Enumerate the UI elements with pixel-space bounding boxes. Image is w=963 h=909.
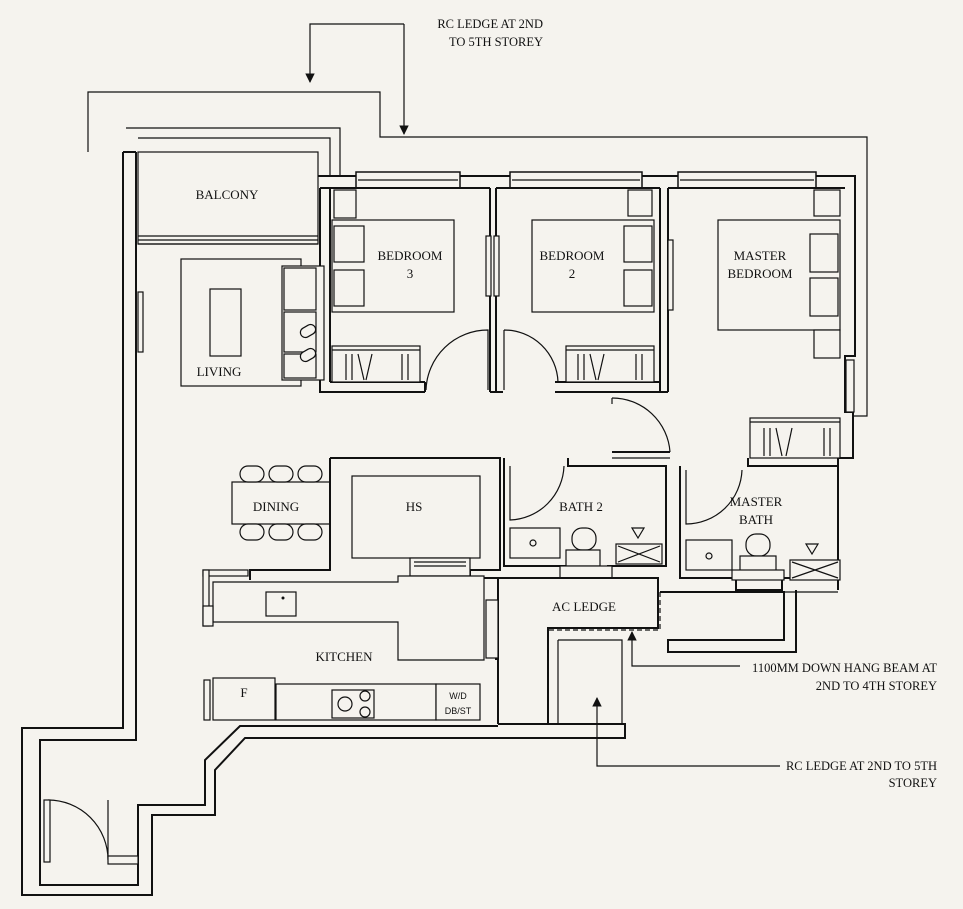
label-bedroom-2: BEDROOM xyxy=(539,248,604,263)
label-dining: DINING xyxy=(253,499,299,514)
living xyxy=(137,258,325,387)
note-top-rc-ledge-2: TO 5TH STOREY xyxy=(449,35,543,49)
label-kitchen: KITCHEN xyxy=(315,649,373,664)
master-bedroom xyxy=(667,189,855,413)
label-master-bedroom-2: BEDROOM xyxy=(727,266,792,281)
label-wd: W/D xyxy=(449,691,467,701)
label-balcony: BALCONY xyxy=(196,187,259,202)
ac-ledge xyxy=(498,577,838,724)
annotation-leaders xyxy=(305,23,780,767)
label-bath-2: BATH 2 xyxy=(559,499,603,514)
bedroom-3 xyxy=(331,189,492,391)
kitchen xyxy=(202,569,499,721)
corridor-door xyxy=(611,397,671,459)
label-fridge: F xyxy=(240,685,247,700)
master-wardrobe xyxy=(749,417,841,459)
note-beam-2: 2ND TO 4TH STOREY xyxy=(816,679,937,693)
bedroom-2 xyxy=(493,189,655,390)
balcony xyxy=(137,151,319,245)
entrance-door xyxy=(43,799,139,865)
bath-2 xyxy=(503,458,667,579)
master-bath xyxy=(679,458,841,591)
note-beam-1: 1100MM DOWN HANG BEAM AT xyxy=(752,661,937,675)
label-hs: HS xyxy=(406,499,423,514)
label-master-bath-1: MASTER xyxy=(730,494,783,509)
label-dbst: DB/ST xyxy=(445,706,472,716)
exterior-walls xyxy=(21,127,626,896)
note-bottom-rc-ledge-1: RC LEDGE AT 2ND TO 5TH xyxy=(786,759,937,773)
note-top-rc-ledge-1: RC LEDGE AT 2ND xyxy=(437,17,543,31)
label-living: LIVING xyxy=(197,364,242,379)
label-bedroom-2-number: 2 xyxy=(569,266,576,281)
label-ac-ledge: AC LEDGE xyxy=(552,599,616,614)
dining xyxy=(231,465,331,541)
note-bottom-rc-ledge-2: STOREY xyxy=(889,776,937,790)
rc-ledge-outline xyxy=(87,91,868,417)
label-master-bedroom-1: MASTER xyxy=(734,248,787,263)
label-bedroom-3-number: 3 xyxy=(407,266,414,281)
label-master-bath-2: BATH xyxy=(739,512,773,527)
label-bedroom-3: BEDROOM xyxy=(377,248,442,263)
